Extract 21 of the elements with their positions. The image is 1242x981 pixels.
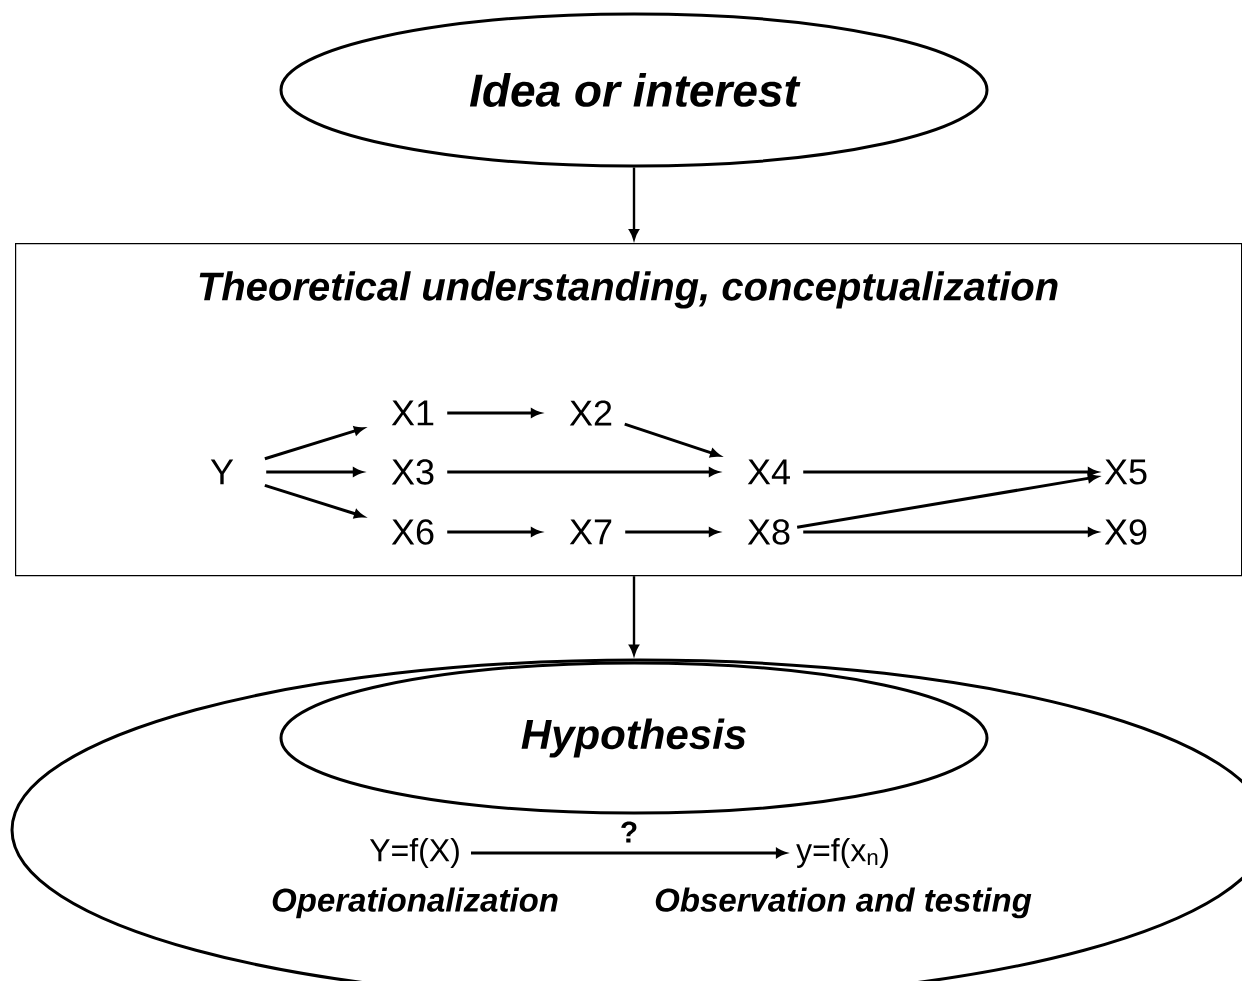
ellipse-node: Hypothesis	[279, 661, 989, 815]
ellipse-node: Idea or interest	[279, 12, 989, 168]
arrow	[471, 848, 787, 858]
formula-label: y=f(x$_{n}$)	[796, 838, 888, 868]
variable-label: X8	[747, 519, 790, 545]
variable-label: X2	[569, 400, 612, 426]
variable-label: X1	[391, 400, 434, 426]
variable-label: X7	[569, 519, 612, 545]
arrow	[629, 576, 639, 656]
caption-text: Operationalization	[272, 887, 558, 919]
variable-label: Y	[210, 459, 234, 485]
caption-text: Observation and testing	[655, 887, 1032, 919]
formula-label: Y=f(X)	[369, 838, 459, 868]
arrow	[629, 167, 639, 240]
variable-label: X4	[747, 459, 790, 485]
variable-label: X5	[1104, 459, 1147, 485]
variable-label: X6	[391, 519, 434, 545]
arrow	[624, 422, 721, 458]
variable-label: X3	[391, 459, 434, 485]
variable-label: X9	[1104, 519, 1147, 545]
edge-label: ?	[618, 820, 640, 844]
